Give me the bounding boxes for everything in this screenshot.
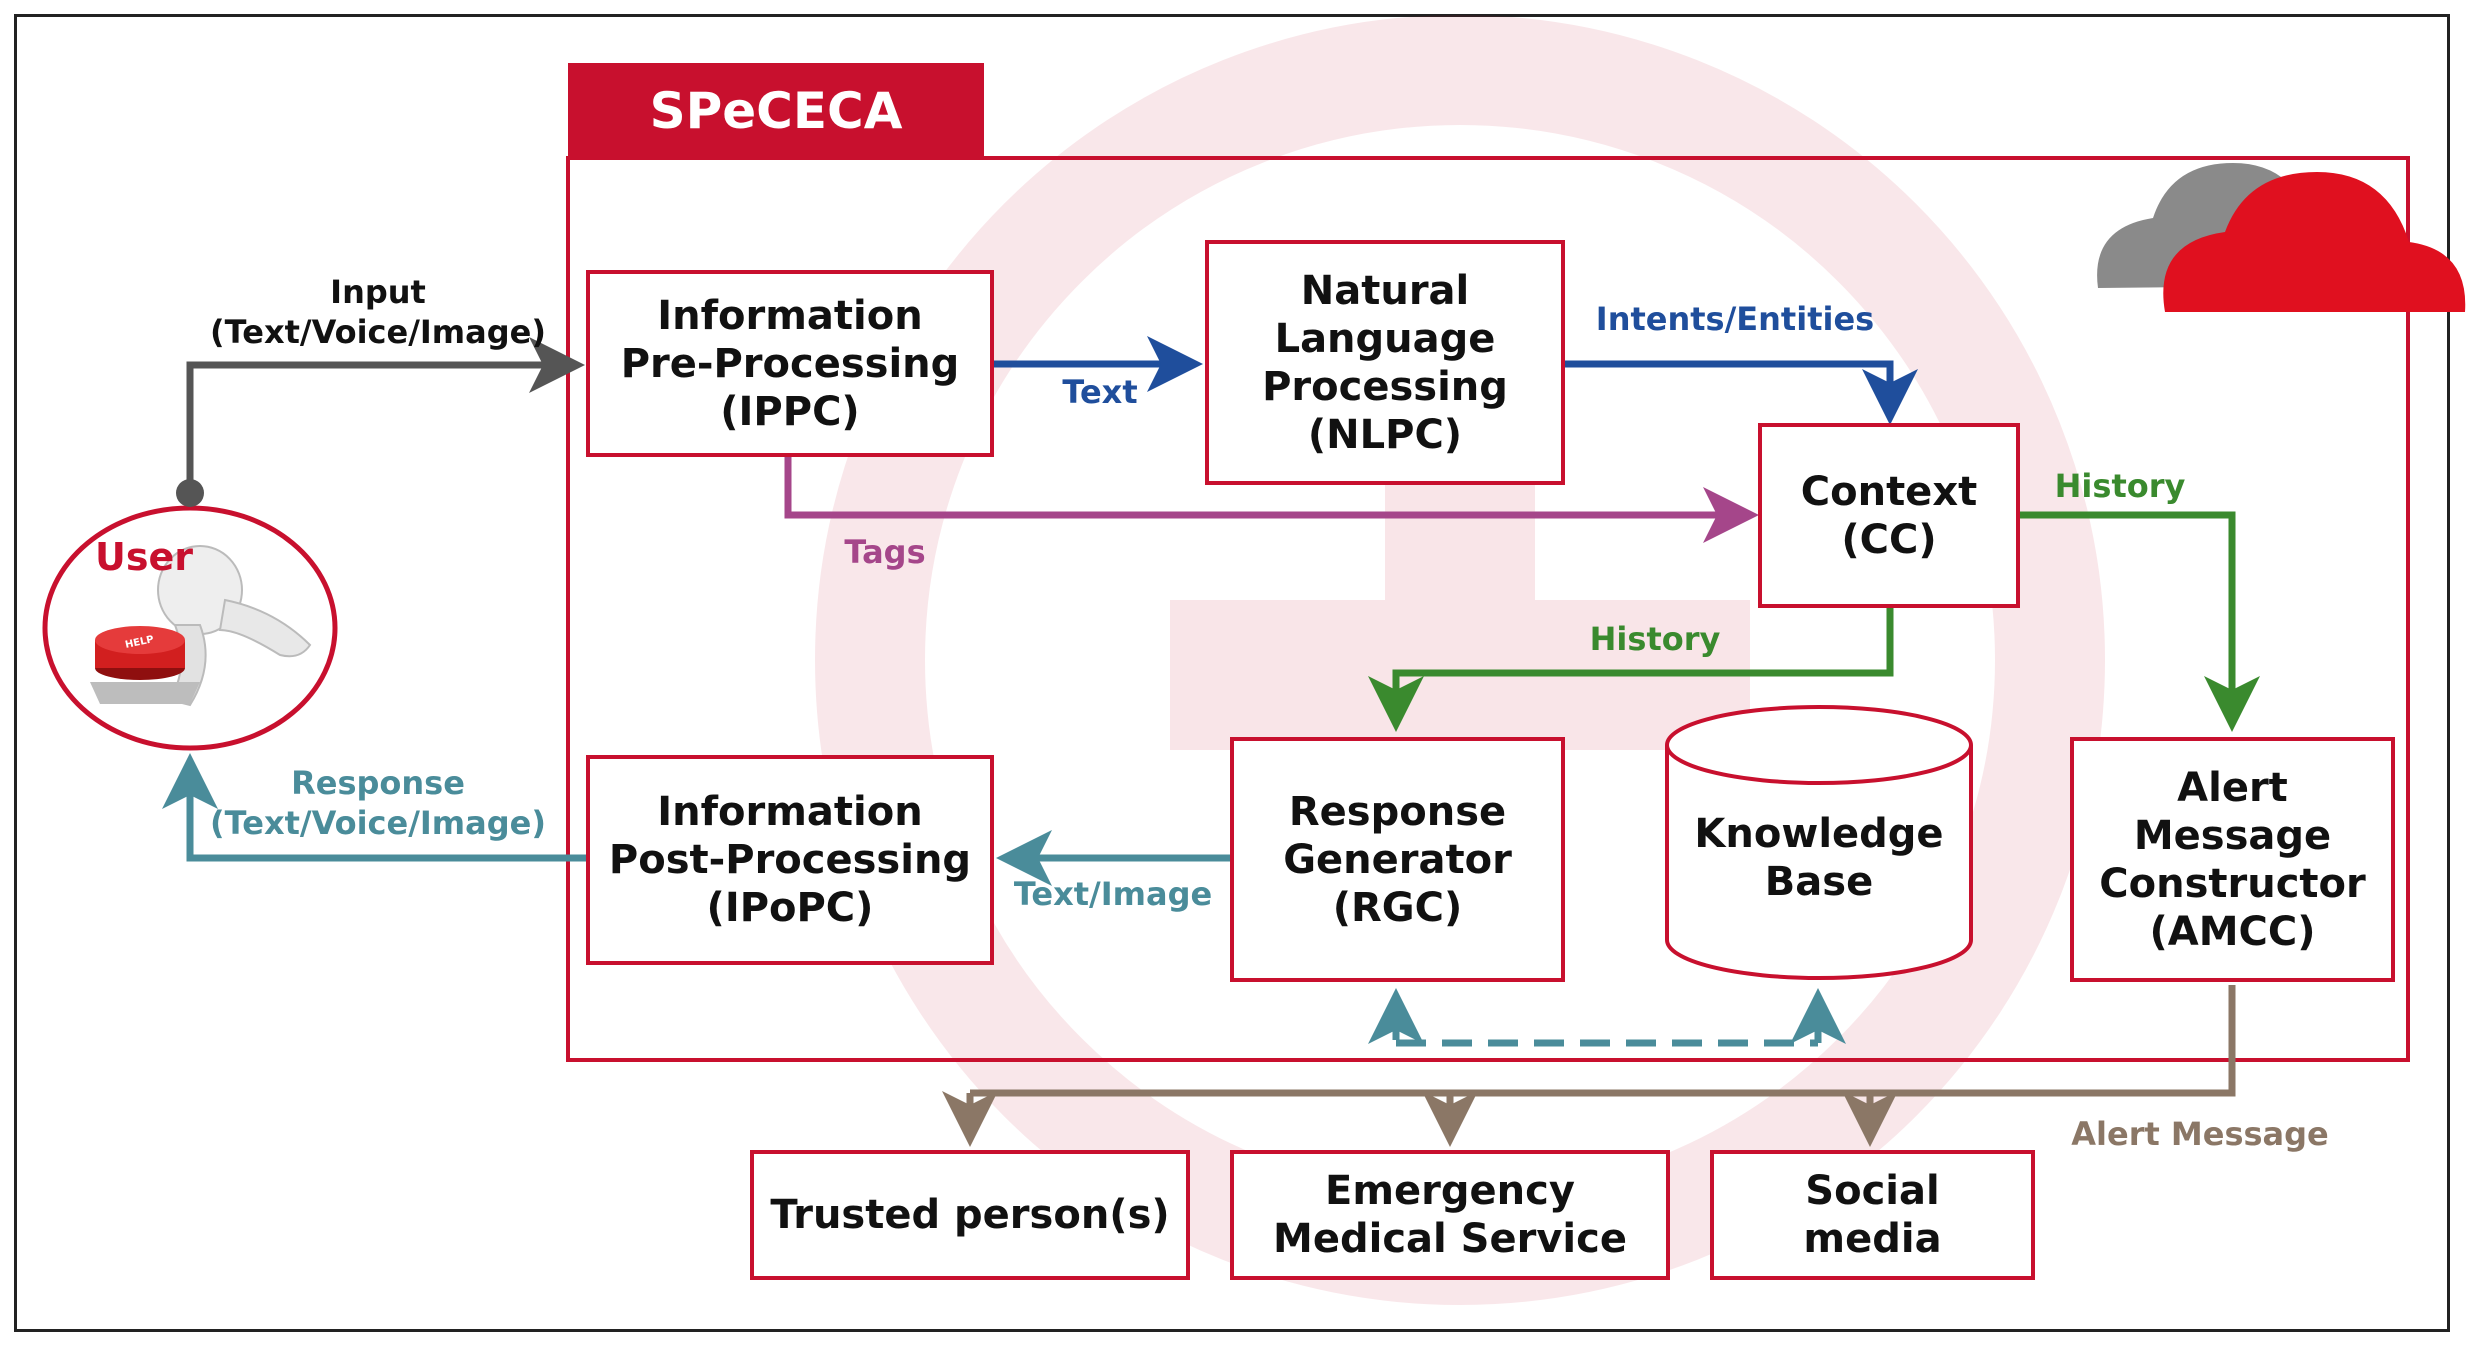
rgc-box: Response Generator (RGC) — [1230, 737, 1565, 982]
outer-frame — [14, 14, 2450, 1332]
knowledge-base-label: Knowledge Base — [1694, 811, 1944, 905]
social-media-label: Social media — [1803, 1168, 1942, 1262]
amcc-box: Alert Message Constructor (AMCC) — [2070, 737, 2395, 982]
response-flow-label: Response (Text/Voice/Image) — [210, 764, 546, 842]
spececa-title: SPeCECA — [568, 63, 984, 159]
spececa-container — [566, 156, 2410, 1062]
rgc-label: Response Generator (RGC) — [1283, 788, 1512, 931]
alert-message-flow — [942, 985, 2236, 1147]
ippc-box: Information Pre-Processing (IPPC) — [586, 270, 994, 457]
amcc-label: Alert Message Constructor (AMCC) — [2099, 764, 2366, 955]
ems-box: Emergency Medical Service — [1230, 1150, 1670, 1280]
tags-flow-label: Tags — [844, 533, 926, 571]
input-flow-label: Input (Text/Voice/Image) — [210, 273, 546, 351]
history-to-rgc-arrow — [1368, 608, 1894, 732]
history-to-amcc-arrow — [2016, 511, 2260, 732]
response-flow-arrow — [162, 753, 586, 862]
trusted-person-box: Trusted person(s) — [750, 1150, 1190, 1280]
history-to-amcc-label: History — [2054, 467, 2186, 505]
text-image-flow-label: Text/Image — [1013, 875, 1213, 913]
input-flow-arrow — [176, 337, 585, 507]
cloud-icon — [2097, 163, 2466, 312]
cc-box: Context (CC) — [1758, 423, 2020, 608]
ems-label: Emergency Medical Service — [1273, 1168, 1627, 1262]
nlpc-label: Natural Language Processing (NLPC) — [1262, 267, 1508, 458]
social-media-box: Social media — [1710, 1150, 2035, 1280]
text-flow-label: Text — [1062, 373, 1138, 411]
cc-label: Context (CC) — [1800, 468, 1978, 563]
ippc-label: Information Pre-Processing (IPPC) — [620, 292, 960, 435]
trusted-person-label: Trusted person(s) — [770, 1192, 1170, 1238]
intents-flow-label: Intents/Entities — [1595, 300, 1875, 338]
alert-message-flow-label: Alert Message — [2071, 1115, 2329, 1153]
nlpc-box: Natural Language Processing (NLPC) — [1205, 240, 1565, 485]
ipopc-label: Information Post-Processing (IPoPC) — [608, 789, 972, 931]
user-label: User — [95, 535, 193, 579]
knowledge-base-cylinder — [1665, 705, 1973, 980]
kb-rgc-dashed-link — [1368, 988, 1846, 1047]
tags-flow-arrow — [784, 455, 1759, 543]
intents-flow-arrow — [1562, 360, 1918, 425]
history-to-rgc-label: History — [1589, 620, 1721, 658]
ipopc-box: Information Post-Processing (IPoPC) — [586, 755, 994, 965]
user-illustration — [42, 505, 338, 751]
